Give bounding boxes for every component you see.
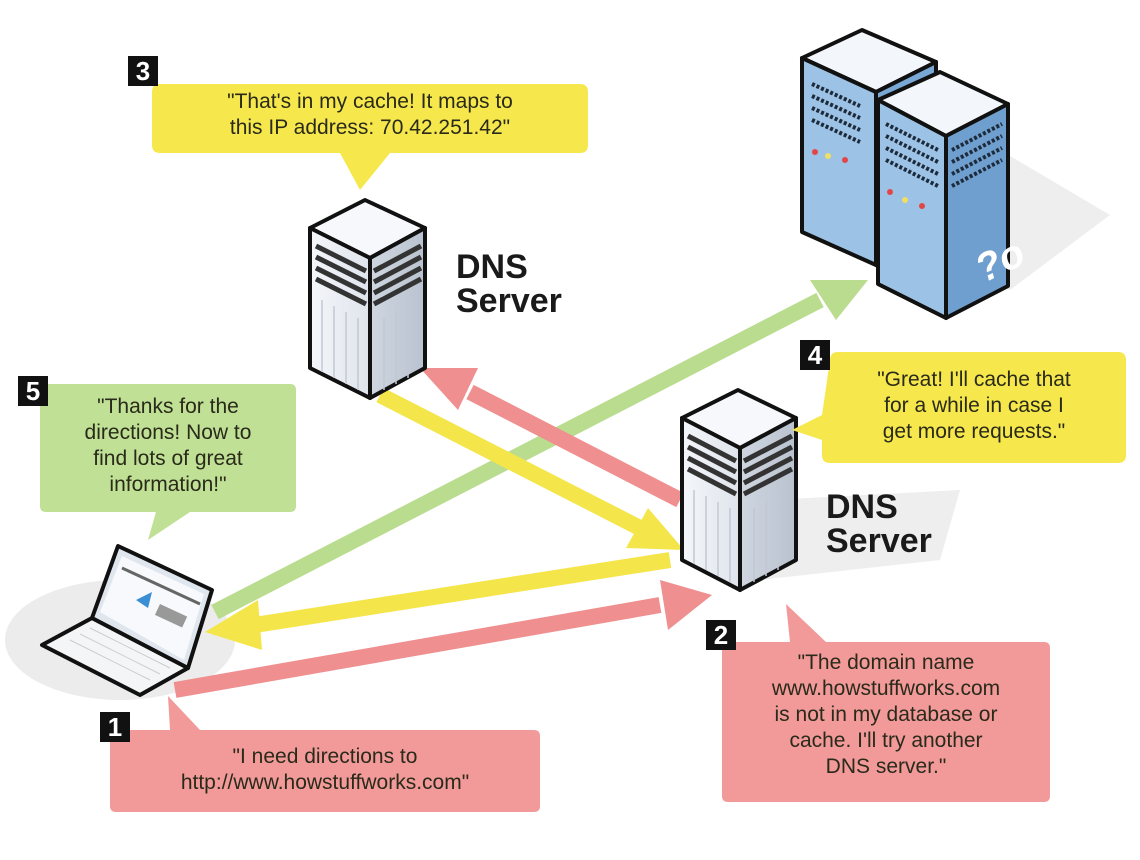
step-1-text: "I need directions to http://www.howstuf… (180, 745, 470, 794)
dns-server-1-icon (308, 198, 427, 400)
step-4-badge: 4 (800, 340, 830, 370)
step-1-badge: 1 (100, 712, 130, 742)
arrow-yellow-dns2-to-computer (205, 552, 672, 650)
laptop-icon (40, 544, 214, 697)
arrow-red-computer-to-dns2 (173, 580, 712, 698)
step-3-text: "That's in my cache! It maps to this IP … (227, 90, 513, 139)
arrow-green-computer-to-webserver (211, 280, 868, 620)
step-3-badge: 3 (128, 56, 158, 86)
web-server-icon: ?o (800, 28, 1032, 320)
arrow-red-dns2-to-dns1 (420, 368, 684, 508)
arrow-yellow-dns1-to-dns2 (376, 387, 684, 550)
step-4-text: "Great! I'll cache that for a while in c… (877, 368, 1071, 443)
dns-server-2-icon (680, 388, 798, 592)
step-2-badge: 2 (706, 620, 736, 650)
step-5-text: "Thanks for the directions! Now to find … (84, 395, 252, 496)
step-2-text: "The domain name www.howstuffworks.com i… (771, 651, 1001, 778)
step-5-badge: 5 (18, 376, 48, 406)
dns-server-2-label: DNS Server (826, 488, 932, 560)
dns-server-2-shadow (760, 490, 960, 580)
dns-server-1-label: DNS Server (456, 248, 562, 320)
